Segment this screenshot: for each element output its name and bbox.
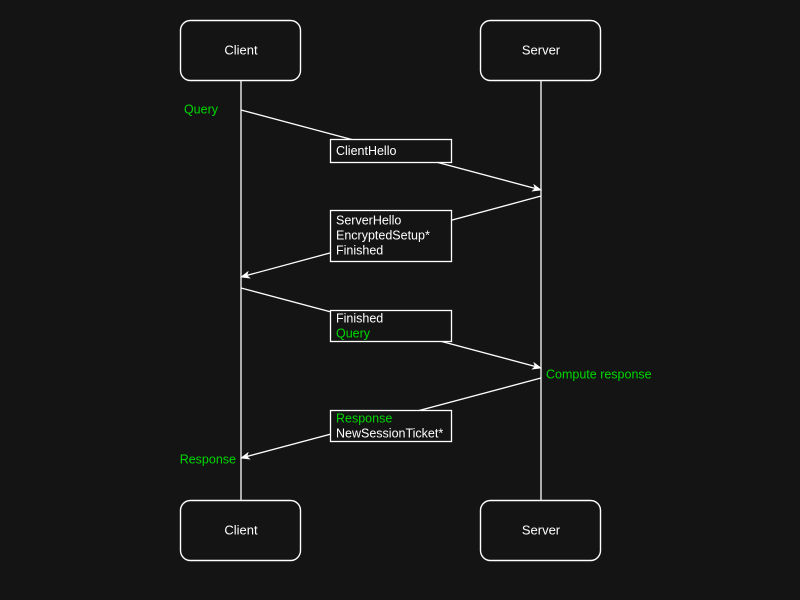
actor-box-server-bottom-rect: [479, 499, 602, 562]
actor-box-client-bottom[interactable]: Client: [179, 499, 302, 562]
message-box-client-hello-rect: [329, 138, 453, 164]
actor-box-server-top-rect: [479, 19, 602, 82]
label-query: Query: [184, 102, 219, 116]
actor-box-client-top[interactable]: Client: [179, 19, 302, 82]
message-box-client-hello[interactable]: ClientHello: [329, 138, 453, 164]
actor-box-server-top[interactable]: Server: [479, 19, 602, 82]
actor-box-client-top-rect: [179, 19, 302, 82]
message-box-response-ticket[interactable]: Response NewSessionTicket*: [329, 409, 453, 443]
actor-label-server-bottom: Server: [522, 522, 561, 537]
message-line: Response: [336, 411, 392, 425]
message-line: NewSessionTicket*: [336, 426, 443, 440]
actor-box-client-bottom-rect: [179, 499, 302, 562]
message-box-finished-query-rect: [329, 309, 453, 343]
side-labels: Query Compute response Response: [180, 102, 652, 466]
label-compute-response: Compute response: [546, 367, 652, 381]
label-response: Response: [180, 452, 236, 466]
message-line: EncryptedSetup*: [336, 228, 430, 242]
message-box-finished-query[interactable]: Finished Query: [329, 309, 453, 343]
message-box-server-hello[interactable]: ServerHello EncryptedSetup* Finished: [329, 209, 453, 263]
lifelines: [240, 80, 542, 502]
actor-label-server-top: Server: [522, 42, 561, 57]
message-line: Finished: [336, 311, 383, 325]
message-line: ServerHello: [336, 213, 401, 227]
message-line: Query: [336, 326, 371, 340]
actor-label-client-bottom: Client: [224, 522, 258, 537]
message-line: ClientHello: [336, 144, 396, 158]
message-box-server-hello-rect: [329, 209, 453, 263]
message-line: Finished: [336, 243, 383, 257]
message-box-response-ticket-rect: [329, 409, 453, 443]
actor-box-server-bottom[interactable]: Server: [479, 499, 602, 562]
actor-label-client-top: Client: [224, 42, 258, 57]
